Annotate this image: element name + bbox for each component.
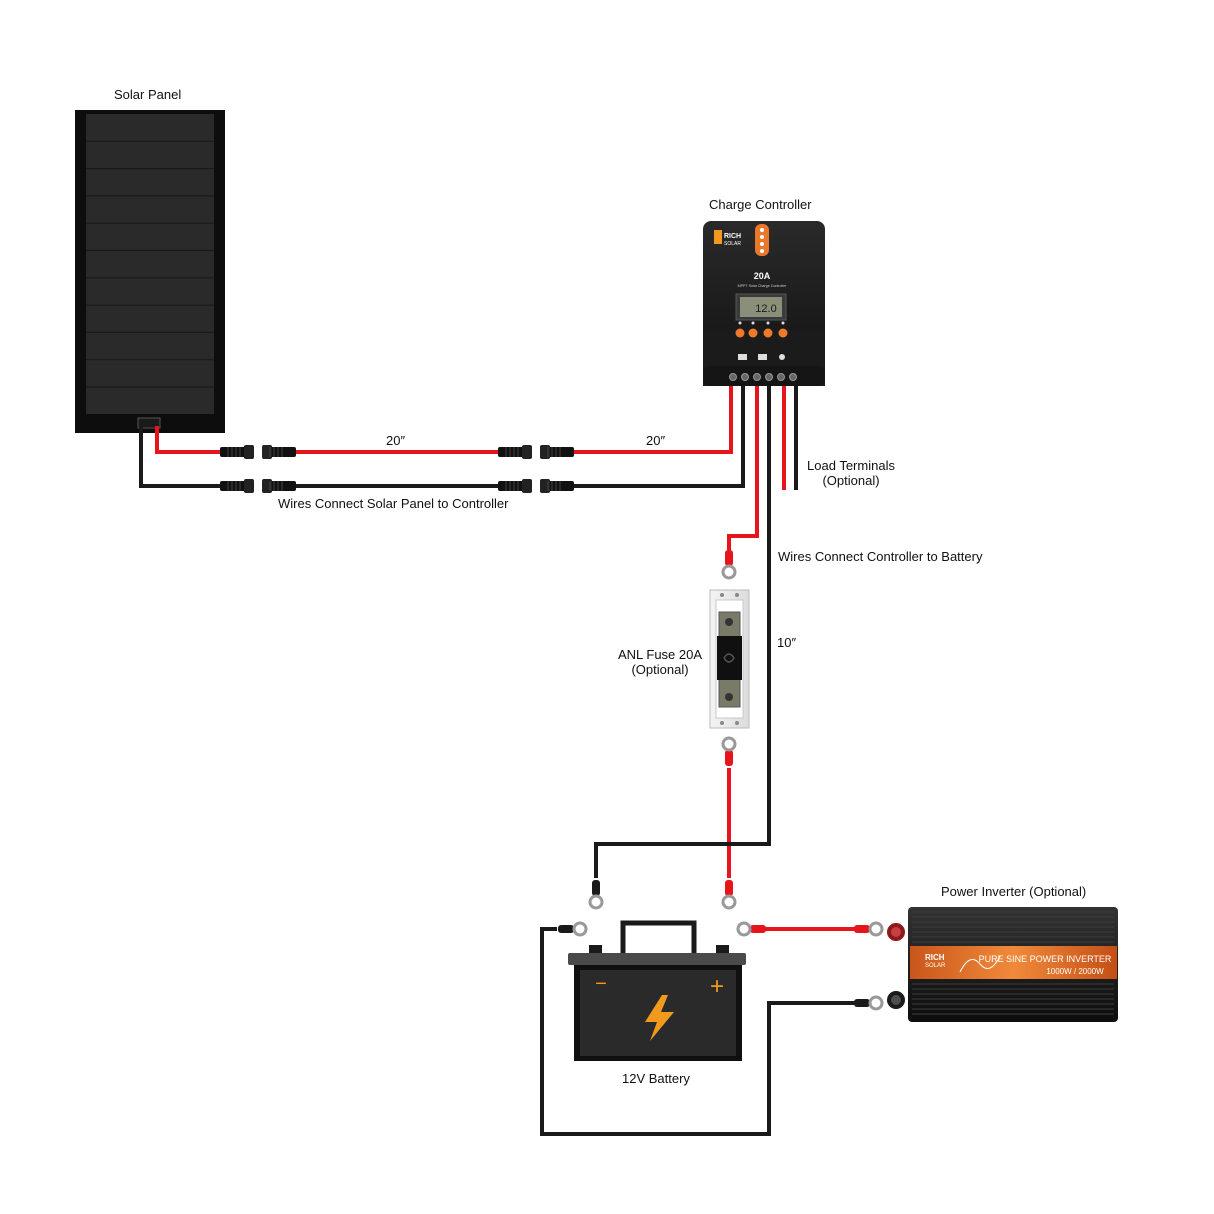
battery-minus-sign: − (595, 973, 607, 995)
inverter-brand-line1: RICH (925, 953, 945, 962)
solar-panel-label: Solar Panel (114, 87, 182, 102)
cable-length-label-3: 10″ (777, 635, 797, 650)
controller-terminal-screw (753, 373, 761, 381)
battery-label: 12V Battery (622, 1071, 690, 1086)
charge-controller-label: Charge Controller (709, 197, 812, 212)
ring-terminal (588, 880, 604, 910)
controller-brand-line1: RICH (724, 233, 741, 240)
controller-button (778, 328, 788, 338)
mc4-connector (220, 445, 254, 459)
battery: − + (568, 920, 746, 1061)
mc4-connector (498, 445, 532, 459)
mc4-connector (540, 479, 574, 493)
controller-rating: 20A (754, 271, 771, 281)
power-inverter: RICH SOLAR PURE SINE POWER INVERTER 1000… (887, 907, 1118, 1022)
controller-terminal-screw (741, 373, 749, 381)
ring-terminal (558, 921, 588, 937)
controller-output-wires (594, 386, 798, 878)
power-inverter-label: Power Inverter (Optional) (941, 884, 1087, 899)
inverter-brand-line2: SOLAR (925, 963, 946, 969)
controller-buttons (735, 321, 788, 338)
inverter-rating: 1000W / 2000W (1046, 967, 1104, 976)
anl-fuse-label: ANL Fuse 20A (Optional) (614, 647, 706, 677)
controller-button (763, 328, 773, 338)
panel-cell-grid (86, 140, 214, 388)
mc4-connector (262, 479, 296, 493)
controller-terminals (729, 373, 797, 381)
load-terminals-line2: (Optional) (822, 473, 880, 488)
controller-terminal-screw (765, 373, 773, 381)
mc4-connector (262, 445, 296, 459)
controller-button-mark (781, 321, 785, 325)
anl-fuse-line2: (Optional) (631, 662, 689, 677)
ring-terminal (721, 550, 737, 580)
controller-terminal-screw (777, 373, 785, 381)
battery-plus-sign: + (710, 973, 724, 1000)
solar-panel (75, 110, 225, 433)
controller-button-mark (751, 321, 755, 325)
ring-terminal (721, 880, 737, 910)
wires-panel-controller-label: Wires Connect Solar Panel to Controller (278, 496, 509, 511)
load-terminals-label: Load Terminals (Optional) (805, 458, 897, 488)
charge-controller: RICH SOLAR 20A MPPT Solar Charge Control… (703, 221, 825, 386)
controller-button (735, 328, 745, 338)
wires-controller-battery-label: Wires Connect Controller to Battery (778, 549, 983, 564)
mc4-connector (220, 479, 254, 493)
ring-terminal (721, 736, 737, 766)
controller-button (748, 328, 758, 338)
controller-button-mark (766, 321, 770, 325)
anl-fuse-line1: ANL Fuse 20A (617, 647, 703, 662)
controller-terminal-screw (789, 373, 797, 381)
controller-terminal-screw (729, 373, 737, 381)
inverter-banner-text: PURE SINE POWER INVERTER (979, 954, 1112, 964)
anl-fuse (709, 589, 750, 729)
mc4-connector (540, 445, 574, 459)
controller-button-mark (738, 321, 742, 325)
load-terminals-line1: Load Terminals (807, 458, 895, 473)
battery-inverter-wires (540, 927, 862, 1136)
panel-to-controller-wires (139, 386, 745, 488)
lightning-bolt-icon (645, 995, 674, 1041)
cable-length-label-2: 20″ (646, 433, 666, 448)
controller-status-icons (738, 354, 785, 360)
mc4-connector (498, 479, 532, 493)
controller-lcd-value: 12.0 (755, 303, 776, 315)
cable-length-label-1: 20″ (386, 433, 406, 448)
controller-subtitle: MPPT Solar Charge Controller (738, 284, 787, 288)
controller-brand-line2: SOLAR (724, 241, 741, 247)
mc4-connectors (220, 445, 574, 493)
